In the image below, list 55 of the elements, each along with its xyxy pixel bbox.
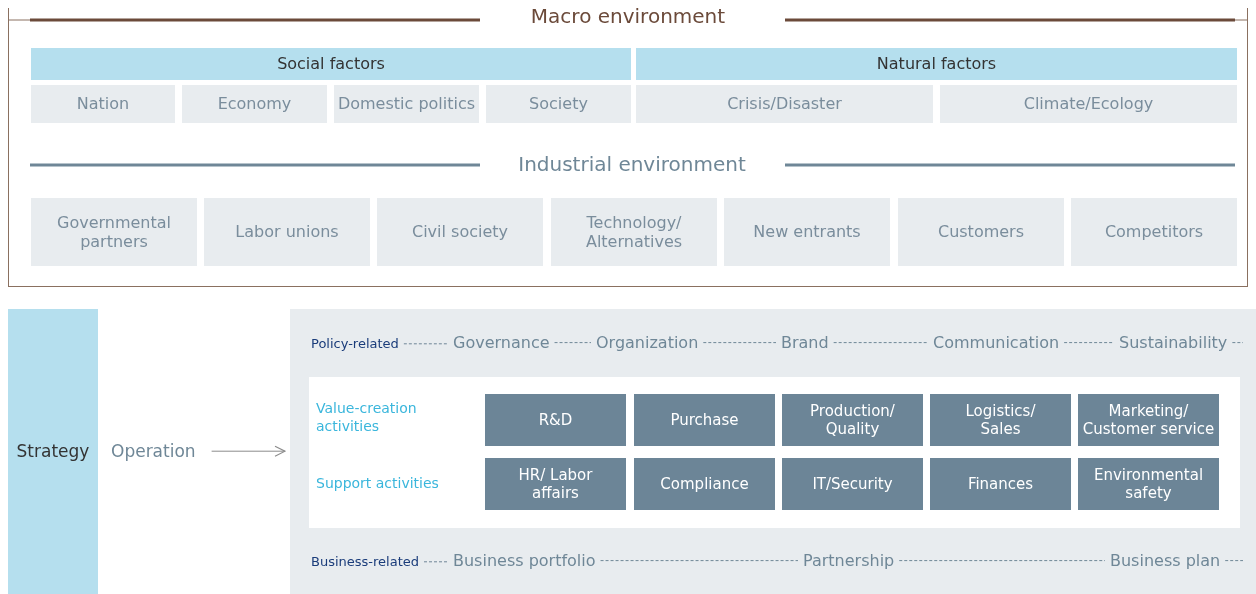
arrow — [211, 445, 286, 457]
factor-box: Labor unions — [204, 198, 370, 266]
function-text: Business plan — [1110, 551, 1221, 571]
factor-box: Customers — [898, 198, 1064, 266]
factor-box: Crisis/Disaster — [636, 85, 933, 123]
group-heading: Macro environment — [529, 4, 727, 28]
dotted-connector — [1063, 342, 1115, 344]
activity-box: Purchase — [634, 394, 775, 446]
dotted-connector — [833, 342, 929, 344]
environment-frame — [8, 8, 1248, 287]
activities-panel — [309, 377, 1240, 528]
activity-box: Environmental safety — [1078, 458, 1219, 510]
dotted-connector — [702, 342, 777, 344]
factor-box: Climate/Ecology — [940, 85, 1237, 123]
factor-box: Civil society — [377, 198, 543, 266]
activity-box: IT/Security — [782, 458, 923, 510]
operation-panel — [290, 309, 1256, 594]
dotted-connector — [403, 343, 449, 345]
row-label: Value-creation activities — [316, 400, 418, 435]
function-text: Organization — [596, 333, 699, 353]
factor-box: Domestic politics — [334, 85, 479, 123]
group-heading: Industrial environment — [518, 152, 746, 177]
category-header: Social factors — [31, 48, 631, 80]
function-text: Business portfolio — [453, 551, 596, 571]
factor-box: Society — [486, 85, 631, 123]
dotted-connector — [423, 561, 449, 563]
factor-box: Competitors — [1071, 198, 1237, 266]
dotted-connector — [554, 342, 592, 344]
dotted-connector — [898, 560, 1106, 562]
category-header: Natural factors — [636, 48, 1237, 80]
function-text: Brand — [781, 333, 829, 353]
factor-box: New entrants — [724, 198, 890, 266]
activity-box: R&D — [485, 394, 626, 446]
row-label: Support activities — [316, 475, 440, 493]
activity-box: Compliance — [634, 458, 775, 510]
activity-box: HR/ Labor affairs — [485, 458, 626, 510]
factor-box: Governmental partners — [31, 198, 197, 266]
factor-box: Nation — [31, 85, 175, 123]
function-text: Communication — [933, 333, 1060, 353]
row-category: Policy-related — [311, 336, 399, 352]
operation-text: Operation — [111, 441, 196, 462]
dotted-connector — [1224, 560, 1244, 562]
activity-box: Logistics/ Sales — [930, 394, 1071, 446]
dotted-connector — [1231, 342, 1244, 344]
activity-box: Marketing/ Customer service — [1078, 394, 1219, 446]
dotted-connector — [600, 560, 799, 562]
strategy-band: Strategy — [8, 309, 98, 594]
activity-box: Finances — [930, 458, 1071, 510]
function-text: Partnership — [803, 551, 895, 571]
function-text: Governance — [453, 333, 550, 353]
function-text: Sustainability — [1119, 333, 1228, 353]
row-category: Business-related — [311, 554, 419, 570]
factor-box: Economy — [182, 85, 327, 123]
factor-box: Technology/ Alternatives — [551, 198, 717, 266]
activity-box: Production/ Quality — [782, 394, 923, 446]
